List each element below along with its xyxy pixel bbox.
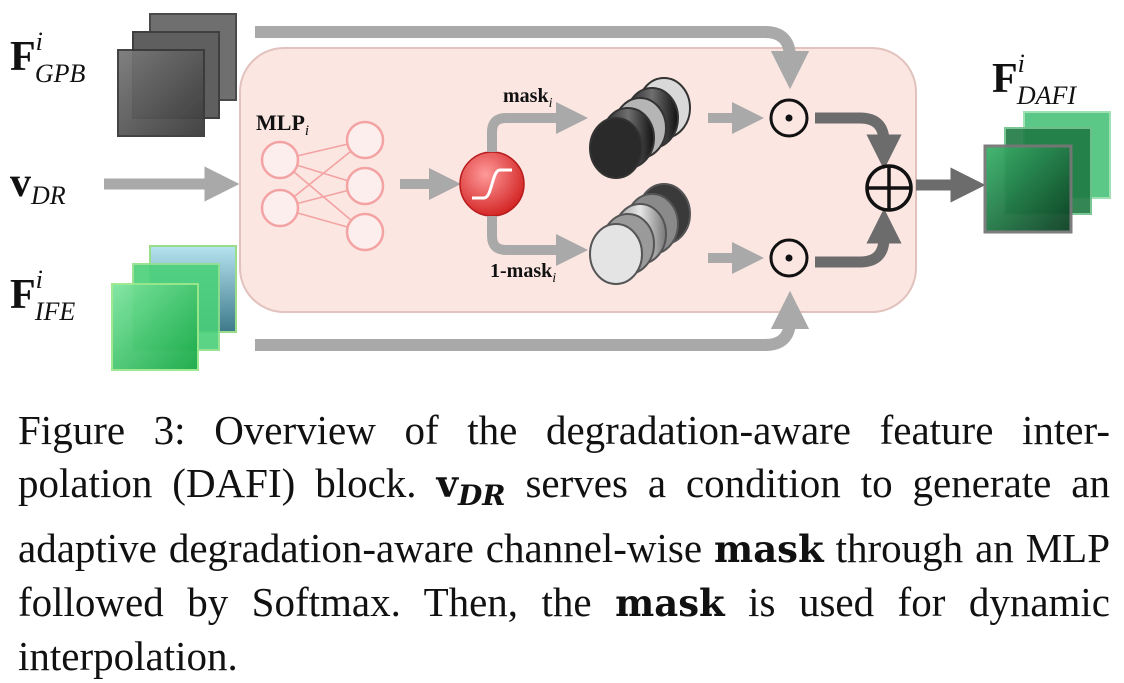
caption-part1: Overview of the degradation-aware featur…: [18, 407, 1110, 506]
ife-bypass-arrow: [255, 290, 810, 351]
figure-caption: Figure 3: Overview of the degradation-aw…: [18, 404, 1110, 683]
mlp-network: [260, 120, 385, 252]
sum-icon: [865, 164, 913, 212]
hadamard-top-icon: [769, 98, 809, 138]
gpb-feature-stack: [117, 13, 237, 137]
inv-mask-label: 1-maski: [490, 260, 556, 286]
caption-figure-label: Figure 3:: [18, 407, 186, 453]
sigmoid-icon: [459, 151, 525, 217]
dafi-block: [239, 47, 917, 313]
mlp-label: MLPi: [256, 110, 309, 139]
inv-mask-branch-arrow: [487, 216, 589, 267]
mask-label: maski: [503, 85, 553, 111]
hadamard-bottom-icon: [769, 238, 809, 278]
caption-mask-word: mask: [714, 527, 824, 571]
caption-mask-word-2: mask: [615, 581, 725, 625]
gpb-bypass-arrow: [255, 26, 810, 90]
dafi-feature-stack: [983, 111, 1111, 234]
bottom-to-sum-arrow: [815, 208, 902, 268]
inv-mask-channel-stack: [589, 183, 691, 285]
mask-channel-stack: [589, 77, 691, 179]
caption-part4: is used for dynamic interpolation.: [18, 579, 1111, 679]
vdr-label: vDR: [10, 160, 66, 210]
caption-part3: through an MLP followed by Softmax. Then…: [18, 525, 1111, 625]
mask-branch-arrow: [487, 101, 589, 152]
caption-vdr: vDR: [436, 462, 506, 512]
ife-feature-stack: [111, 245, 237, 371]
top-to-sum-arrow: [815, 112, 902, 170]
caption-part2: serves a condition to generate an adapti…: [18, 460, 1110, 571]
